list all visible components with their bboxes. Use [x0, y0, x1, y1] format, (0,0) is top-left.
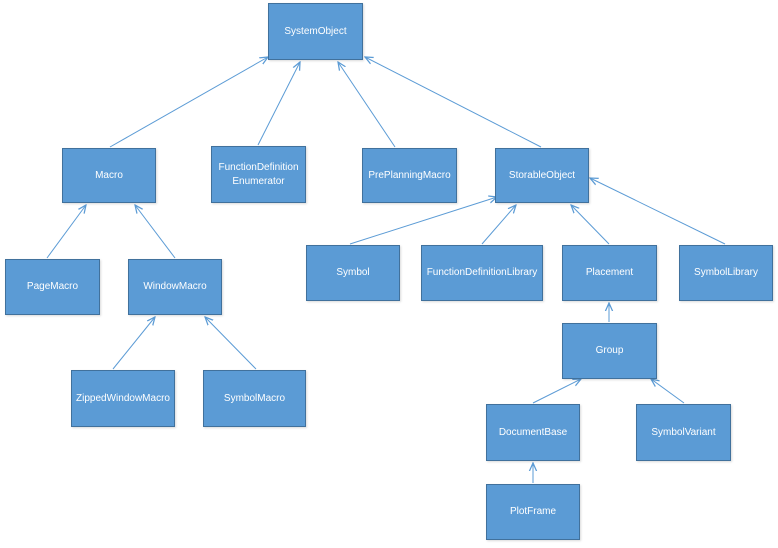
node-placement: Placement [562, 245, 657, 301]
edge-pre-planning-macro-to-system-object [338, 62, 396, 148]
node-function-definition-library: FunctionDefinitionLibrary [421, 245, 543, 301]
node-symbol: Symbol [306, 245, 400, 301]
node-macro: Macro [62, 148, 156, 203]
node-page-macro: PageMacro [5, 259, 100, 315]
node-group: Group [562, 323, 657, 379]
node-pre-planning-macro: PrePlanningMacro [362, 148, 457, 203]
node-plot-frame: PlotFrame [486, 484, 580, 540]
edge-zipped-window-macro-to-window-macro [112, 317, 155, 370]
node-function-definition-enumerator: FunctionDefinitionEnumerator [211, 146, 306, 203]
node-window-macro: WindowMacro [128, 259, 222, 315]
node-document-base: DocumentBase [486, 404, 580, 461]
edge-symbol-to-storable-object [349, 197, 497, 245]
node-symbol-library: SymbolLibrary [679, 245, 773, 301]
node-symbol-macro: SymbolMacro [203, 370, 306, 427]
node-system-object: SystemObject [268, 3, 363, 60]
edge-symbol-macro-to-window-macro [205, 317, 257, 370]
edge-function-definition-enumerator-to-system-object [257, 62, 300, 146]
edge-symbol-variant-to-group [651, 379, 685, 404]
edge-macro-to-system-object [109, 57, 268, 148]
node-storable-object: StorableObject [495, 148, 589, 203]
node-symbol-variant: SymbolVariant [636, 404, 731, 461]
edge-placement-to-storable-object [571, 205, 610, 245]
edge-function-definition-library-to-storable-object [481, 205, 516, 245]
edge-page-macro-to-macro [46, 205, 86, 259]
edge-storable-object-to-system-object [365, 57, 542, 148]
edge-window-macro-to-macro [135, 205, 176, 259]
edge-document-base-to-group [532, 379, 581, 404]
edge-symbol-library-to-storable-object [590, 178, 726, 245]
node-zipped-window-macro: ZippedWindowMacro [71, 370, 175, 427]
